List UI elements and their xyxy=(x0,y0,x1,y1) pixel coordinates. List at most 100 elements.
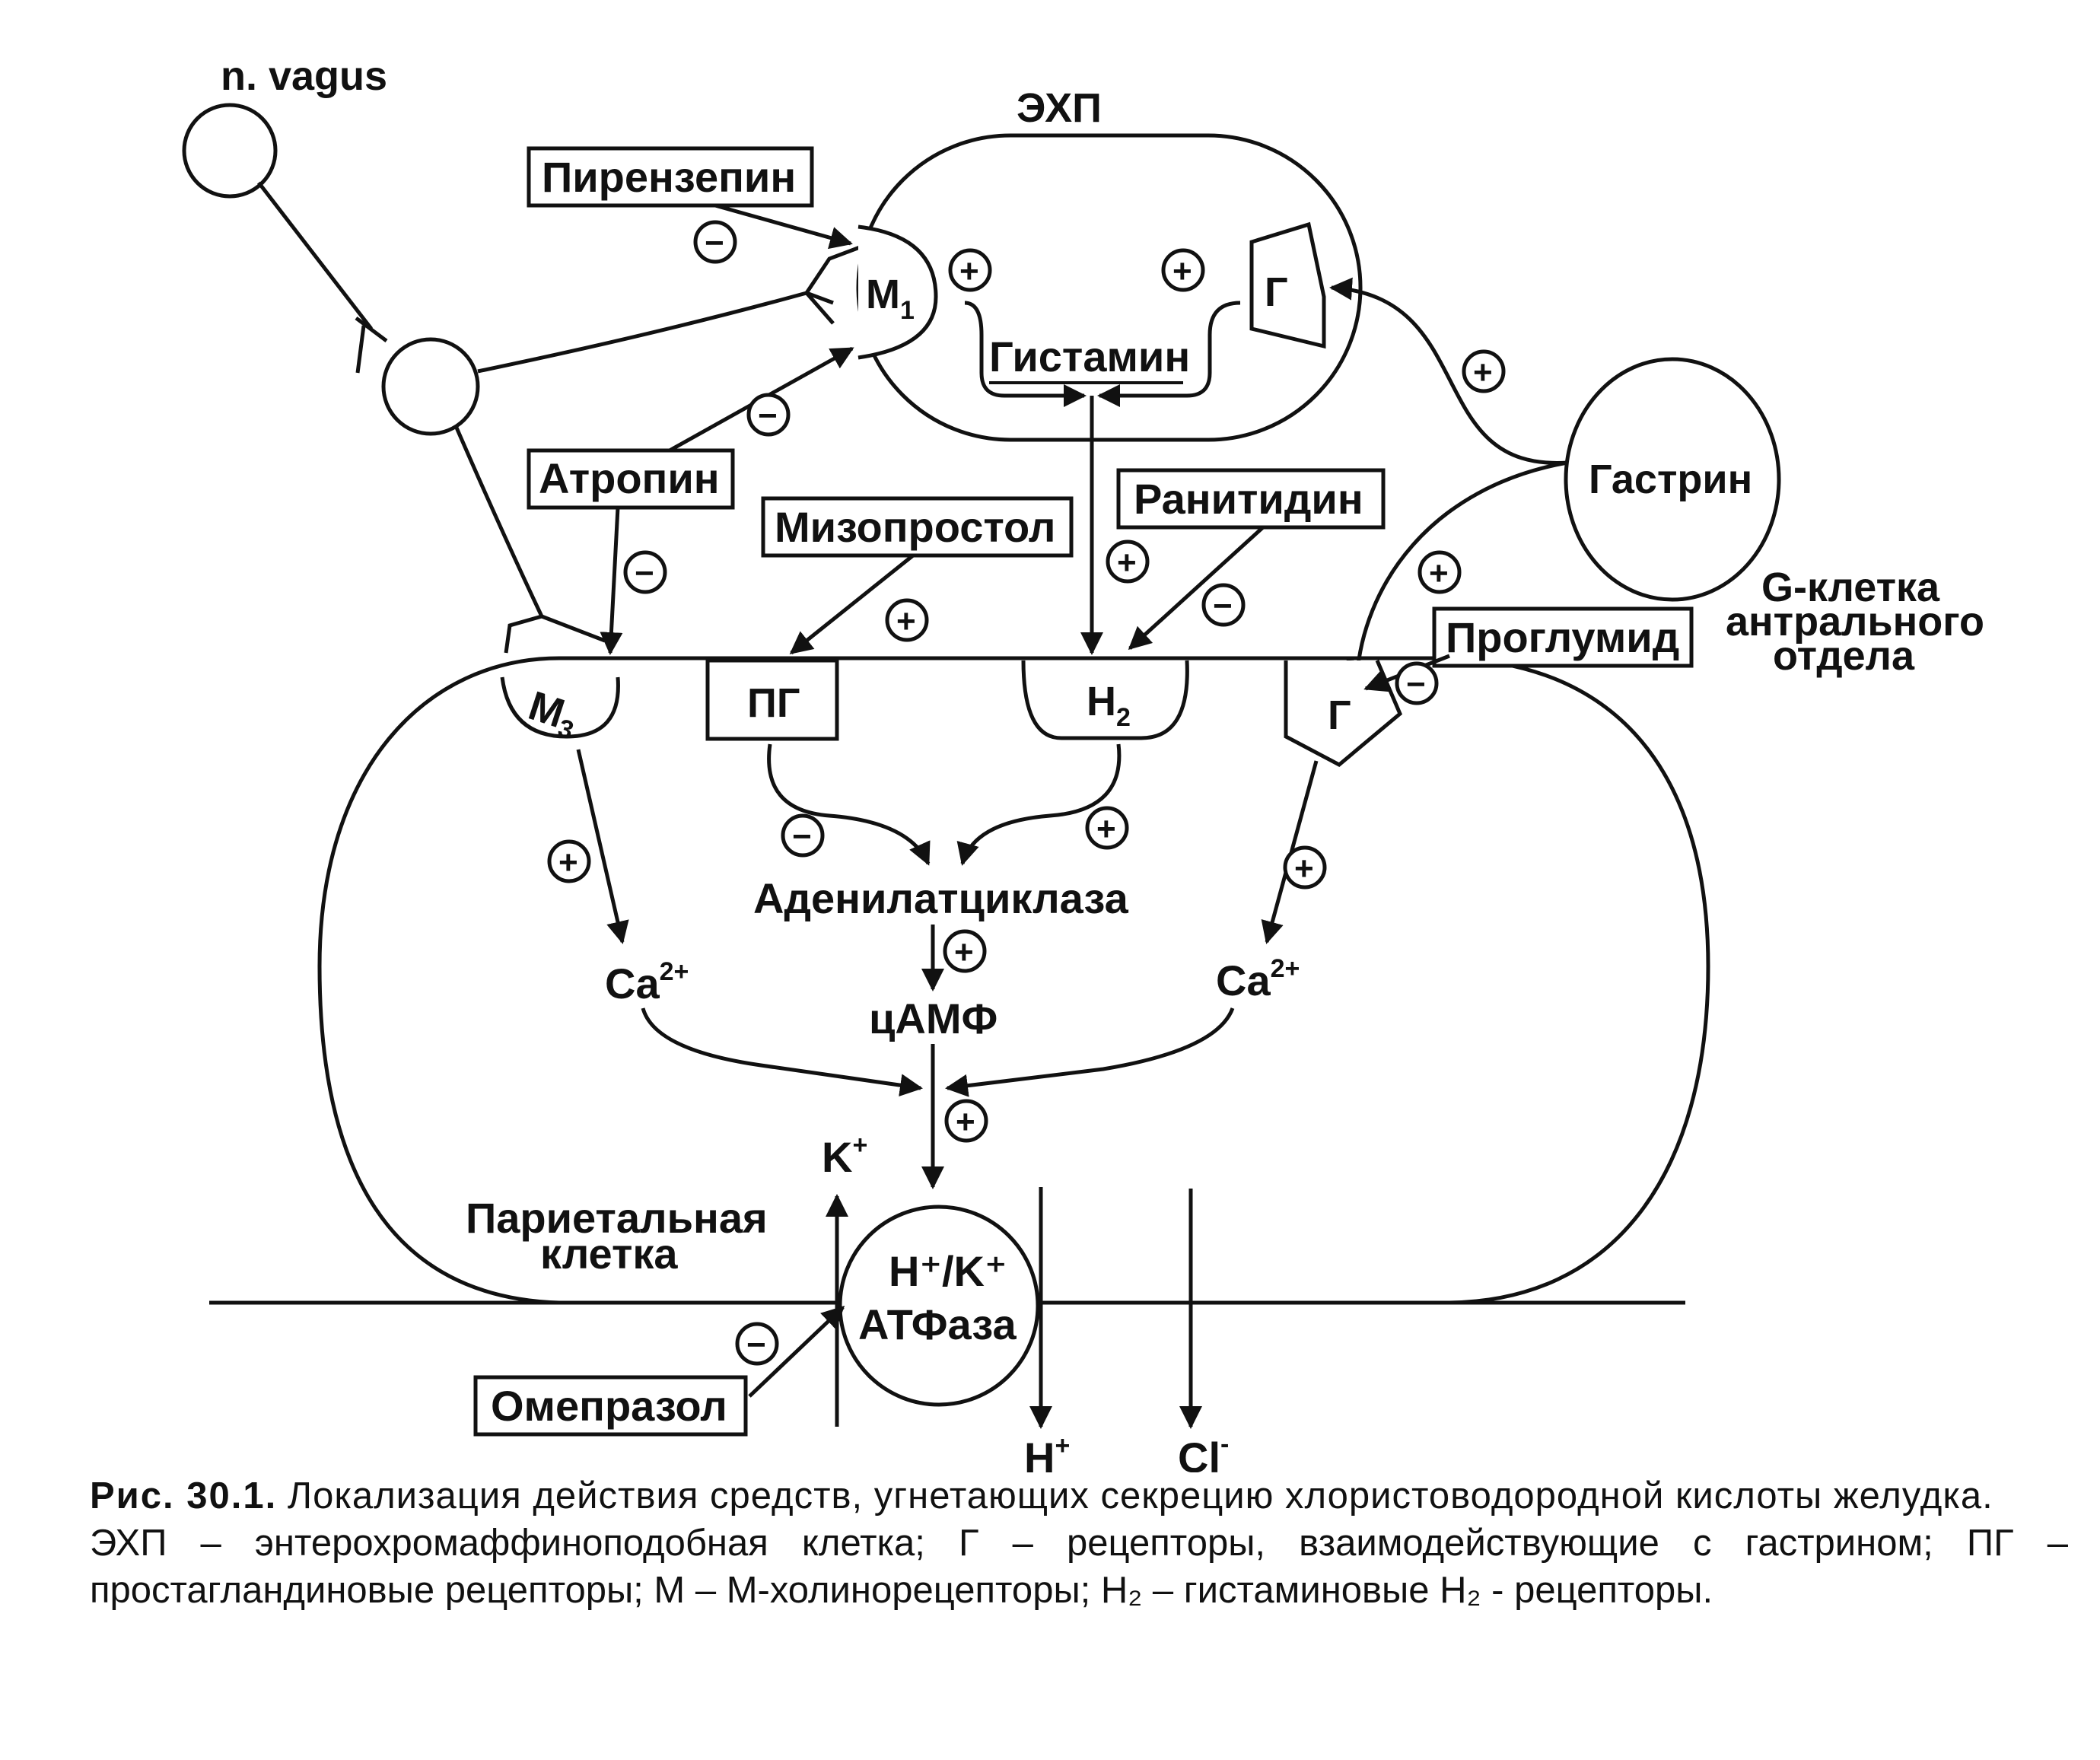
svg-text:−: − xyxy=(705,224,724,262)
vagus-nerve: n. vagus xyxy=(182,53,861,654)
m1-sub: 1 xyxy=(900,296,915,325)
m3-receptor xyxy=(500,676,620,739)
parietal-cell-label-1: Париетальная xyxy=(466,1194,768,1242)
svg-text:M1: M1 xyxy=(866,272,915,325)
atpase-label-2: АТФаза xyxy=(858,1300,1017,1348)
ca-left-sup: 2+ xyxy=(660,957,689,986)
parietal-cell: M3 ПГ H2 Г Аденилатциклаза цАМФ Ca2+ Ca2… xyxy=(209,656,1710,1472)
proglumide-box xyxy=(1432,606,1694,668)
svg-text:+: + xyxy=(558,844,578,881)
h2-sub: 2 xyxy=(1116,703,1131,732)
omeprazole-box xyxy=(473,1375,748,1437)
svg-text:+: + xyxy=(1117,544,1137,581)
svg-text:Cl-: Cl- xyxy=(1178,1430,1229,1472)
svg-text:+: + xyxy=(959,253,979,290)
svg-text:−: − xyxy=(746,1326,766,1364)
minus-sign: − xyxy=(1395,661,1439,705)
pirenzepine-label: Пирензепин xyxy=(542,153,796,201)
g-cell-label-3: отдела xyxy=(1773,633,1915,679)
g-cell-label-2: антрального xyxy=(1726,599,1984,644)
svg-text:H+: H+ xyxy=(1024,1431,1070,1472)
h-ion-label: H xyxy=(1024,1434,1055,1472)
g-receptor-ecl-label: Г xyxy=(1265,269,1288,315)
minus-sign: − xyxy=(781,813,825,858)
minus-sign: − xyxy=(1201,583,1246,627)
svg-text:+: + xyxy=(956,1103,975,1141)
atropine-label: Атропин xyxy=(539,454,720,502)
histamine-label: Гистамин xyxy=(989,333,1190,380)
misoprostol-label: Мизопростол xyxy=(775,503,1055,551)
ca-right-label: Ca xyxy=(1216,956,1271,1004)
svg-text:+: + xyxy=(1429,555,1449,592)
svg-text:H2: H2 xyxy=(1087,679,1131,732)
minus-sign: − xyxy=(693,220,737,264)
atropine-box xyxy=(527,448,735,510)
gastrin-g-cell: Гастрин G-клетка антрального отдела xyxy=(1329,277,1984,683)
caption-legend: ЭХП – энтерохромаффиноподобная клетка; Г… xyxy=(90,1523,2068,1611)
svg-text:−: − xyxy=(792,818,812,855)
drugs: Пирензепин Атропин Мизопростол Ранитидин… xyxy=(473,146,1694,1437)
vagus-neuron-upper xyxy=(182,103,278,199)
h2-receptor xyxy=(1021,660,1189,740)
ca-right-sup: 2+ xyxy=(1271,954,1300,983)
g-receptor-ecl xyxy=(1249,221,1326,349)
plus-sign: + xyxy=(547,839,591,883)
m1-label: M xyxy=(866,272,900,317)
svg-text:−: − xyxy=(758,397,778,434)
svg-text:+: + xyxy=(954,934,974,971)
proglumide-label: Проглумид xyxy=(1446,613,1679,661)
atpase-label-1: H⁺/K⁺ xyxy=(889,1247,1007,1295)
gastrin-cell-body xyxy=(1564,357,1781,602)
k-ion-label: K xyxy=(822,1133,852,1181)
h-ion-sup: + xyxy=(1055,1431,1070,1460)
ecl-cell-label: ЭХП xyxy=(1017,85,1102,131)
effect-signs: − + + + − − + + − + − + − + + + + − xyxy=(547,220,1506,1366)
ranitidine-box xyxy=(1116,468,1386,530)
g-receptor-parietal-label: Г xyxy=(1328,692,1351,738)
minus-sign: − xyxy=(735,1322,779,1366)
plus-sign: + xyxy=(948,248,992,292)
ca-left-label: Ca xyxy=(605,960,660,1007)
parietal-cell-label-2: клетка xyxy=(540,1230,678,1278)
plus-sign: + xyxy=(1283,845,1327,890)
n-vagus-label: n. vagus xyxy=(221,53,387,99)
svg-text:+: + xyxy=(1172,253,1192,290)
vagus-neuron-lower xyxy=(381,337,480,436)
adenylate-cyclase-label: Аденилатциклаза xyxy=(753,874,1129,922)
cl-ion-sup: - xyxy=(1220,1430,1229,1459)
camp-label: цАМФ xyxy=(869,995,998,1042)
svg-text:−: − xyxy=(635,555,654,592)
plus-sign: + xyxy=(943,929,987,973)
svg-text:+: + xyxy=(1473,354,1493,391)
caption-title: Локализация действия средств, угнетающих… xyxy=(287,1475,1993,1517)
omeprazole-label: Омепразол xyxy=(491,1382,727,1430)
plus-sign: + xyxy=(1161,248,1205,292)
plus-sign: + xyxy=(885,598,929,642)
minus-sign: − xyxy=(746,393,791,437)
ecl-cell: ЭХП M1 Г Гистамин xyxy=(856,85,1363,655)
minus-sign: − xyxy=(623,550,667,594)
figure-caption: Рис. 30.1. Локализация действия средств,… xyxy=(90,1472,2068,1614)
plus-sign: + xyxy=(1462,349,1506,393)
svg-text:+: + xyxy=(1096,810,1116,848)
svg-text:Ca2+: Ca2+ xyxy=(605,957,689,1007)
pg-label: ПГ xyxy=(747,680,800,726)
pirenzepine-box xyxy=(527,146,814,208)
svg-text:Ca2+: Ca2+ xyxy=(1216,954,1300,1004)
svg-text:−: − xyxy=(1406,666,1426,703)
svg-text:−: − xyxy=(1213,587,1233,625)
misoprostol-box xyxy=(761,496,1074,558)
h2-label: H xyxy=(1087,679,1116,724)
gastric-acid-secretion-diagram: n. vagus ЭХП M1 Г Гистамин Гастрин G-кле… xyxy=(182,53,1984,1472)
g-cell-label-1: G-клетка xyxy=(1761,565,1940,610)
ranitidine-label: Ранитидин xyxy=(1134,475,1363,523)
plus-sign: + xyxy=(1106,539,1150,584)
caption-number: Рис. 30.1. xyxy=(90,1475,278,1517)
plus-sign: + xyxy=(1418,550,1462,594)
svg-text:+: + xyxy=(896,603,916,640)
pg-receptor xyxy=(705,658,839,741)
plus-sign: + xyxy=(944,1099,988,1143)
plus-sign: + xyxy=(1085,806,1129,850)
m1-receptor xyxy=(858,224,938,360)
svg-text:K+: K+ xyxy=(822,1131,867,1181)
